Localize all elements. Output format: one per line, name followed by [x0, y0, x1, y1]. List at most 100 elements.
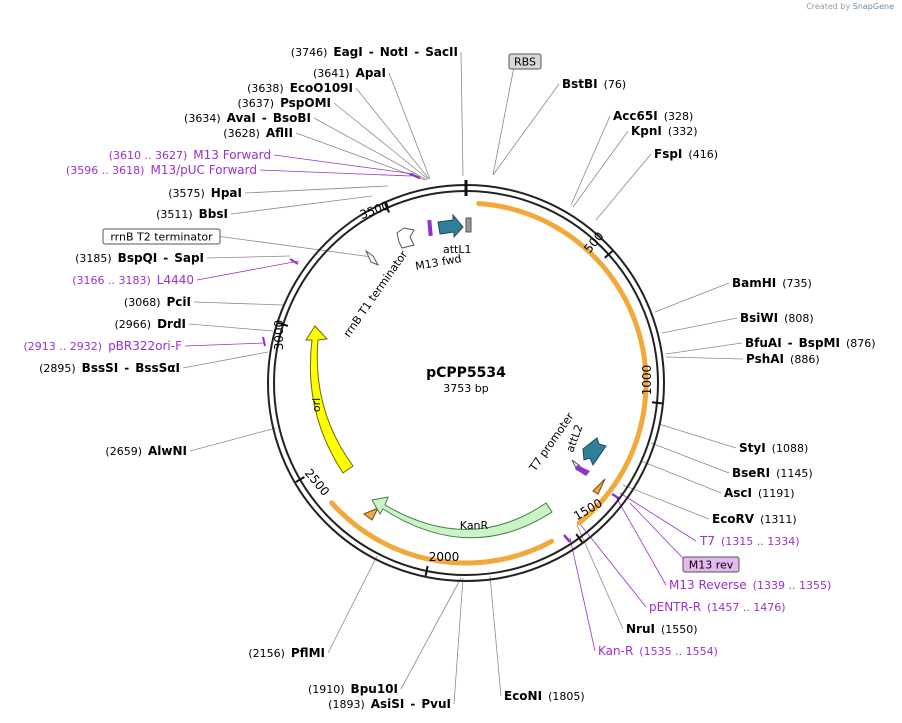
tick-label-1500: 1500: [571, 496, 604, 523]
site-part: BssSI: [82, 361, 119, 375]
site-leader-36: [576, 524, 624, 630]
site-label-14: (2913 .. 2932)pBR322ori-F: [24, 339, 183, 353]
site-leader-8: [244, 185, 389, 194]
site-label-11: (3166 .. 3183)L4440: [72, 273, 194, 287]
site-part: (1805): [548, 690, 585, 703]
site-label-33: T7(1315 .. 1334): [699, 534, 800, 548]
site-part: (3068): [124, 296, 161, 309]
site-part: EcoNI: [504, 689, 542, 703]
site-part: -: [163, 251, 168, 265]
site-leader-1: [388, 72, 431, 180]
site-leader-5: [295, 132, 426, 181]
site-part: SacII: [425, 45, 458, 59]
orange-arrowhead-1: [592, 478, 606, 495]
site-part: BsiWI: [740, 311, 778, 325]
tag-text-0: RBS: [514, 56, 536, 69]
site-part: (416): [688, 148, 718, 161]
site-leader-11: [196, 260, 300, 281]
m13-fwd-label: M13 fwd: [414, 252, 462, 273]
site-label-36: NruI(1550): [626, 622, 698, 636]
site-part: PvuI: [421, 697, 451, 711]
tag-text-2: M13 rev: [689, 559, 734, 572]
site-leader-27: [665, 342, 743, 355]
site-part: (3596 .. 3618): [66, 164, 145, 177]
site-part: (3185): [75, 252, 112, 265]
site-part: DrdI: [157, 317, 186, 331]
site-part: Acc65I: [613, 109, 658, 123]
site-label-31: AscI(1191): [724, 486, 795, 500]
site-label-27: BfuAI-BspMI(876): [745, 336, 876, 350]
tick-label-2500: 2500: [302, 466, 332, 498]
attl1-label: attL1: [443, 243, 472, 256]
site-part: PshAI: [746, 352, 784, 366]
site-part: PciI: [167, 295, 192, 309]
site-label-24: FspI(416): [654, 147, 718, 161]
orange-feature-arc-2: [329, 500, 555, 566]
site-part: AvaI: [227, 111, 256, 125]
site-label-29: StyI(1088): [739, 441, 808, 455]
site-part: (2913 .. 2932): [24, 340, 103, 353]
tick-label-1000: 1000: [640, 365, 654, 396]
site-label-34: M13 Reverse (1339 .. 1355): [669, 578, 831, 592]
site-leader-26: [661, 317, 738, 334]
site-label-3: (3637)PspOMI: [237, 96, 331, 110]
site-part: BbsI: [199, 207, 228, 221]
site-label-17: (2156)PflMI: [248, 646, 325, 660]
site-part: (3511): [156, 208, 193, 221]
site-part: KpnI: [631, 124, 662, 138]
site-label-35: pENTR-R(1457 .. 1476): [649, 600, 786, 614]
site-leader-28: [665, 356, 744, 360]
tag-box-0: [508, 53, 542, 70]
site-part: (1550): [661, 623, 698, 636]
site-label-37: Kan-R(1535 .. 1554): [598, 644, 718, 658]
site-part: (3166 .. 3183): [72, 274, 151, 287]
site-part: (1191): [758, 487, 795, 500]
site-part: -: [124, 361, 129, 375]
ori-arrow: [305, 325, 354, 474]
tick-label-3500: 3500: [358, 198, 391, 222]
site-part: AflII: [266, 126, 293, 140]
site-label-9: (3511) BbsI: [156, 207, 228, 221]
site-label-23: KpnI(332): [631, 124, 698, 138]
site-leader-2: [355, 87, 430, 180]
tick-3500: [384, 202, 391, 213]
site-part: M13 Forward: [193, 148, 271, 162]
site-label-13: (2966)DrdI: [114, 317, 186, 331]
site-part: PflMI: [291, 646, 325, 660]
tick-label-3000: 3000: [272, 320, 286, 351]
tag-text-1: rrnB T2 terminator: [110, 231, 213, 244]
site-part: (2659): [105, 445, 142, 458]
site-leader-32: [622, 484, 710, 520]
site-part: (76): [604, 78, 627, 91]
site-part: Kan-R: [598, 644, 633, 658]
site-part: (1339 .. 1355): [753, 579, 832, 592]
site-part: (876): [846, 337, 876, 350]
site-part: M13 Reverse: [669, 578, 747, 592]
site-leader-3: [333, 102, 429, 180]
site-leader-22: [570, 115, 611, 206]
site-part: EcoO109I: [290, 81, 353, 95]
site-labels: (3746)EagI-NotI-SacII(3641)ApaI(3638)Eco…: [24, 45, 876, 711]
site-part: pENTR-R: [649, 600, 701, 614]
site-part: BfuAI: [745, 336, 782, 350]
site-part: BsoBI: [273, 111, 311, 125]
site-part: (328): [664, 110, 694, 123]
site-part: AlwNI: [148, 444, 187, 458]
site-label-8: (3575)HpaI: [168, 186, 242, 200]
site-part: (3610 .. 3627): [109, 149, 188, 162]
site-label-15: (2895)BssSI-BssSαI: [39, 361, 180, 375]
site-label-4: (3634)AvaI-BsoBI: [184, 111, 311, 125]
site-label-1: (3641)ApaI: [313, 66, 386, 80]
site-label-26: BsiWI(808): [740, 311, 814, 325]
site-part: NotI: [380, 45, 409, 59]
site-part: (1315 .. 1334): [721, 535, 800, 548]
site-part: (1145): [776, 467, 813, 480]
orange-arrowhead-2: [363, 507, 380, 521]
plasmid-length: 3753 bp: [443, 382, 488, 395]
primer-mark-kanr: [563, 534, 571, 543]
site-leader-9: [230, 195, 373, 215]
site-part: BseRI: [732, 466, 770, 480]
site-part: EagI: [333, 45, 362, 59]
m13-fwd-primer: [427, 219, 433, 237]
site-part: BspMI: [799, 336, 840, 350]
